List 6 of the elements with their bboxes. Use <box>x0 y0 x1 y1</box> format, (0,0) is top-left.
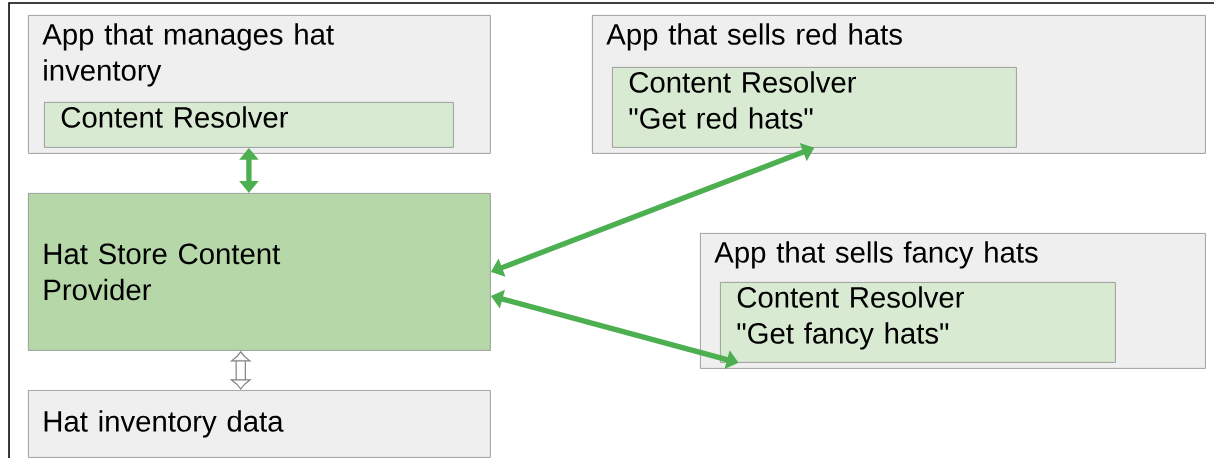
resolver-box: Content Resolver "Get fancy hats" <box>720 282 1116 363</box>
provider-box: Hat Store Content Provider <box>28 193 491 351</box>
data-box: Hat inventory data <box>28 390 491 458</box>
resolver-box: Content Resolver <box>44 102 454 148</box>
resolver-box: Content Resolver "Get red hats" <box>612 67 1017 148</box>
double-arrow <box>230 351 251 390</box>
